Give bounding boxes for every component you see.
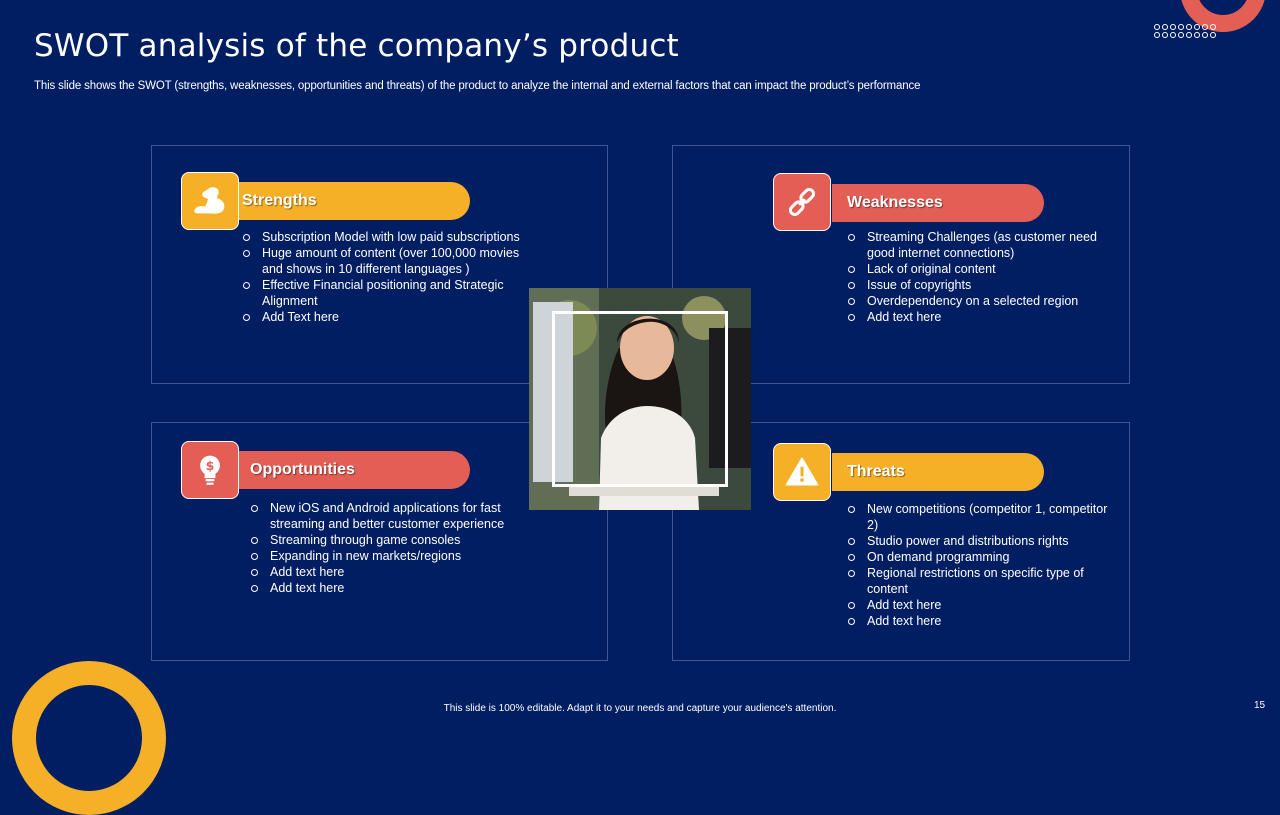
slide-subtitle: This slide shows the SWOT (strengths, we…: [34, 80, 921, 92]
list-item: Add text here: [251, 564, 531, 580]
list-item: Issue of copyrights: [848, 277, 1116, 293]
broken-link-icon: [788, 188, 816, 216]
weaknesses-header: Weaknesses: [832, 184, 1044, 222]
svg-text:$: $: [206, 458, 215, 473]
decorative-dots: [1154, 24, 1218, 38]
list-item: Studio power and distributions rights: [848, 533, 1108, 549]
opportunities-label: Opportunities: [250, 461, 355, 478]
list-item: On demand programming: [848, 549, 1108, 565]
strengths-header: Strengths: [238, 182, 470, 220]
list-item: New competitions (competitor 1, competit…: [848, 501, 1108, 533]
strengths-panel: [151, 145, 608, 384]
decorative-ring-bottom: [12, 661, 166, 815]
list-item: Add text here: [848, 309, 1116, 325]
footer-note: This slide is 100% editable. Adapt it to…: [443, 703, 837, 714]
photo-frame: [552, 311, 728, 487]
opportunities-list: New iOS and Android applications for fas…: [251, 500, 531, 596]
list-item: Overdependency on a selected region: [848, 293, 1116, 309]
page-number: 15: [1254, 700, 1266, 711]
list-item: Add Text here: [243, 309, 535, 325]
weaknesses-badge: [773, 173, 831, 231]
list-item: New iOS and Android applications for fas…: [251, 500, 531, 532]
lightbulb-dollar-icon: $: [200, 455, 220, 485]
person-illustration: [529, 288, 751, 510]
list-item: Lack of original content: [848, 261, 1116, 277]
list-item: Add text here: [251, 580, 531, 596]
list-item: Regional restrictions on specific type o…: [848, 565, 1108, 597]
center-photo: [529, 288, 751, 510]
opportunities-panel: [151, 422, 608, 661]
threats-header: Threats: [832, 453, 1044, 491]
weaknesses-label: Weaknesses: [847, 194, 943, 211]
flexed-arm-icon: [194, 187, 225, 214]
warning-triangle-icon: [785, 457, 819, 486]
threats-badge: [773, 443, 831, 501]
list-item: Huge amount of content (over 100,000 mov…: [243, 245, 535, 277]
strengths-label: Strengths: [242, 192, 317, 209]
opportunities-header: Opportunities: [238, 451, 470, 489]
strengths-badge: [181, 172, 239, 230]
list-item: Add text here: [848, 597, 1108, 613]
list-item: Streaming Challenges (as customer need g…: [848, 229, 1116, 261]
strengths-list: Subscription Model with low paid subscri…: [243, 229, 535, 325]
opportunities-badge: $: [181, 441, 239, 499]
slide-title: SWOT analysis of the company’s product: [34, 28, 679, 64]
threats-label: Threats: [847, 463, 905, 480]
weaknesses-panel: [672, 145, 1130, 384]
list-item: Streaming through game consoles: [251, 532, 531, 548]
threats-panel: [672, 422, 1130, 661]
list-item: Expanding in new markets/regions: [251, 548, 531, 564]
threats-list: New competitions (competitor 1, competit…: [848, 501, 1108, 629]
list-item: Effective Financial positioning and Stra…: [243, 277, 535, 309]
list-item: Add text here: [848, 613, 1108, 629]
list-item: Subscription Model with low paid subscri…: [243, 229, 535, 245]
weaknesses-list: Streaming Challenges (as customer need g…: [848, 229, 1116, 325]
